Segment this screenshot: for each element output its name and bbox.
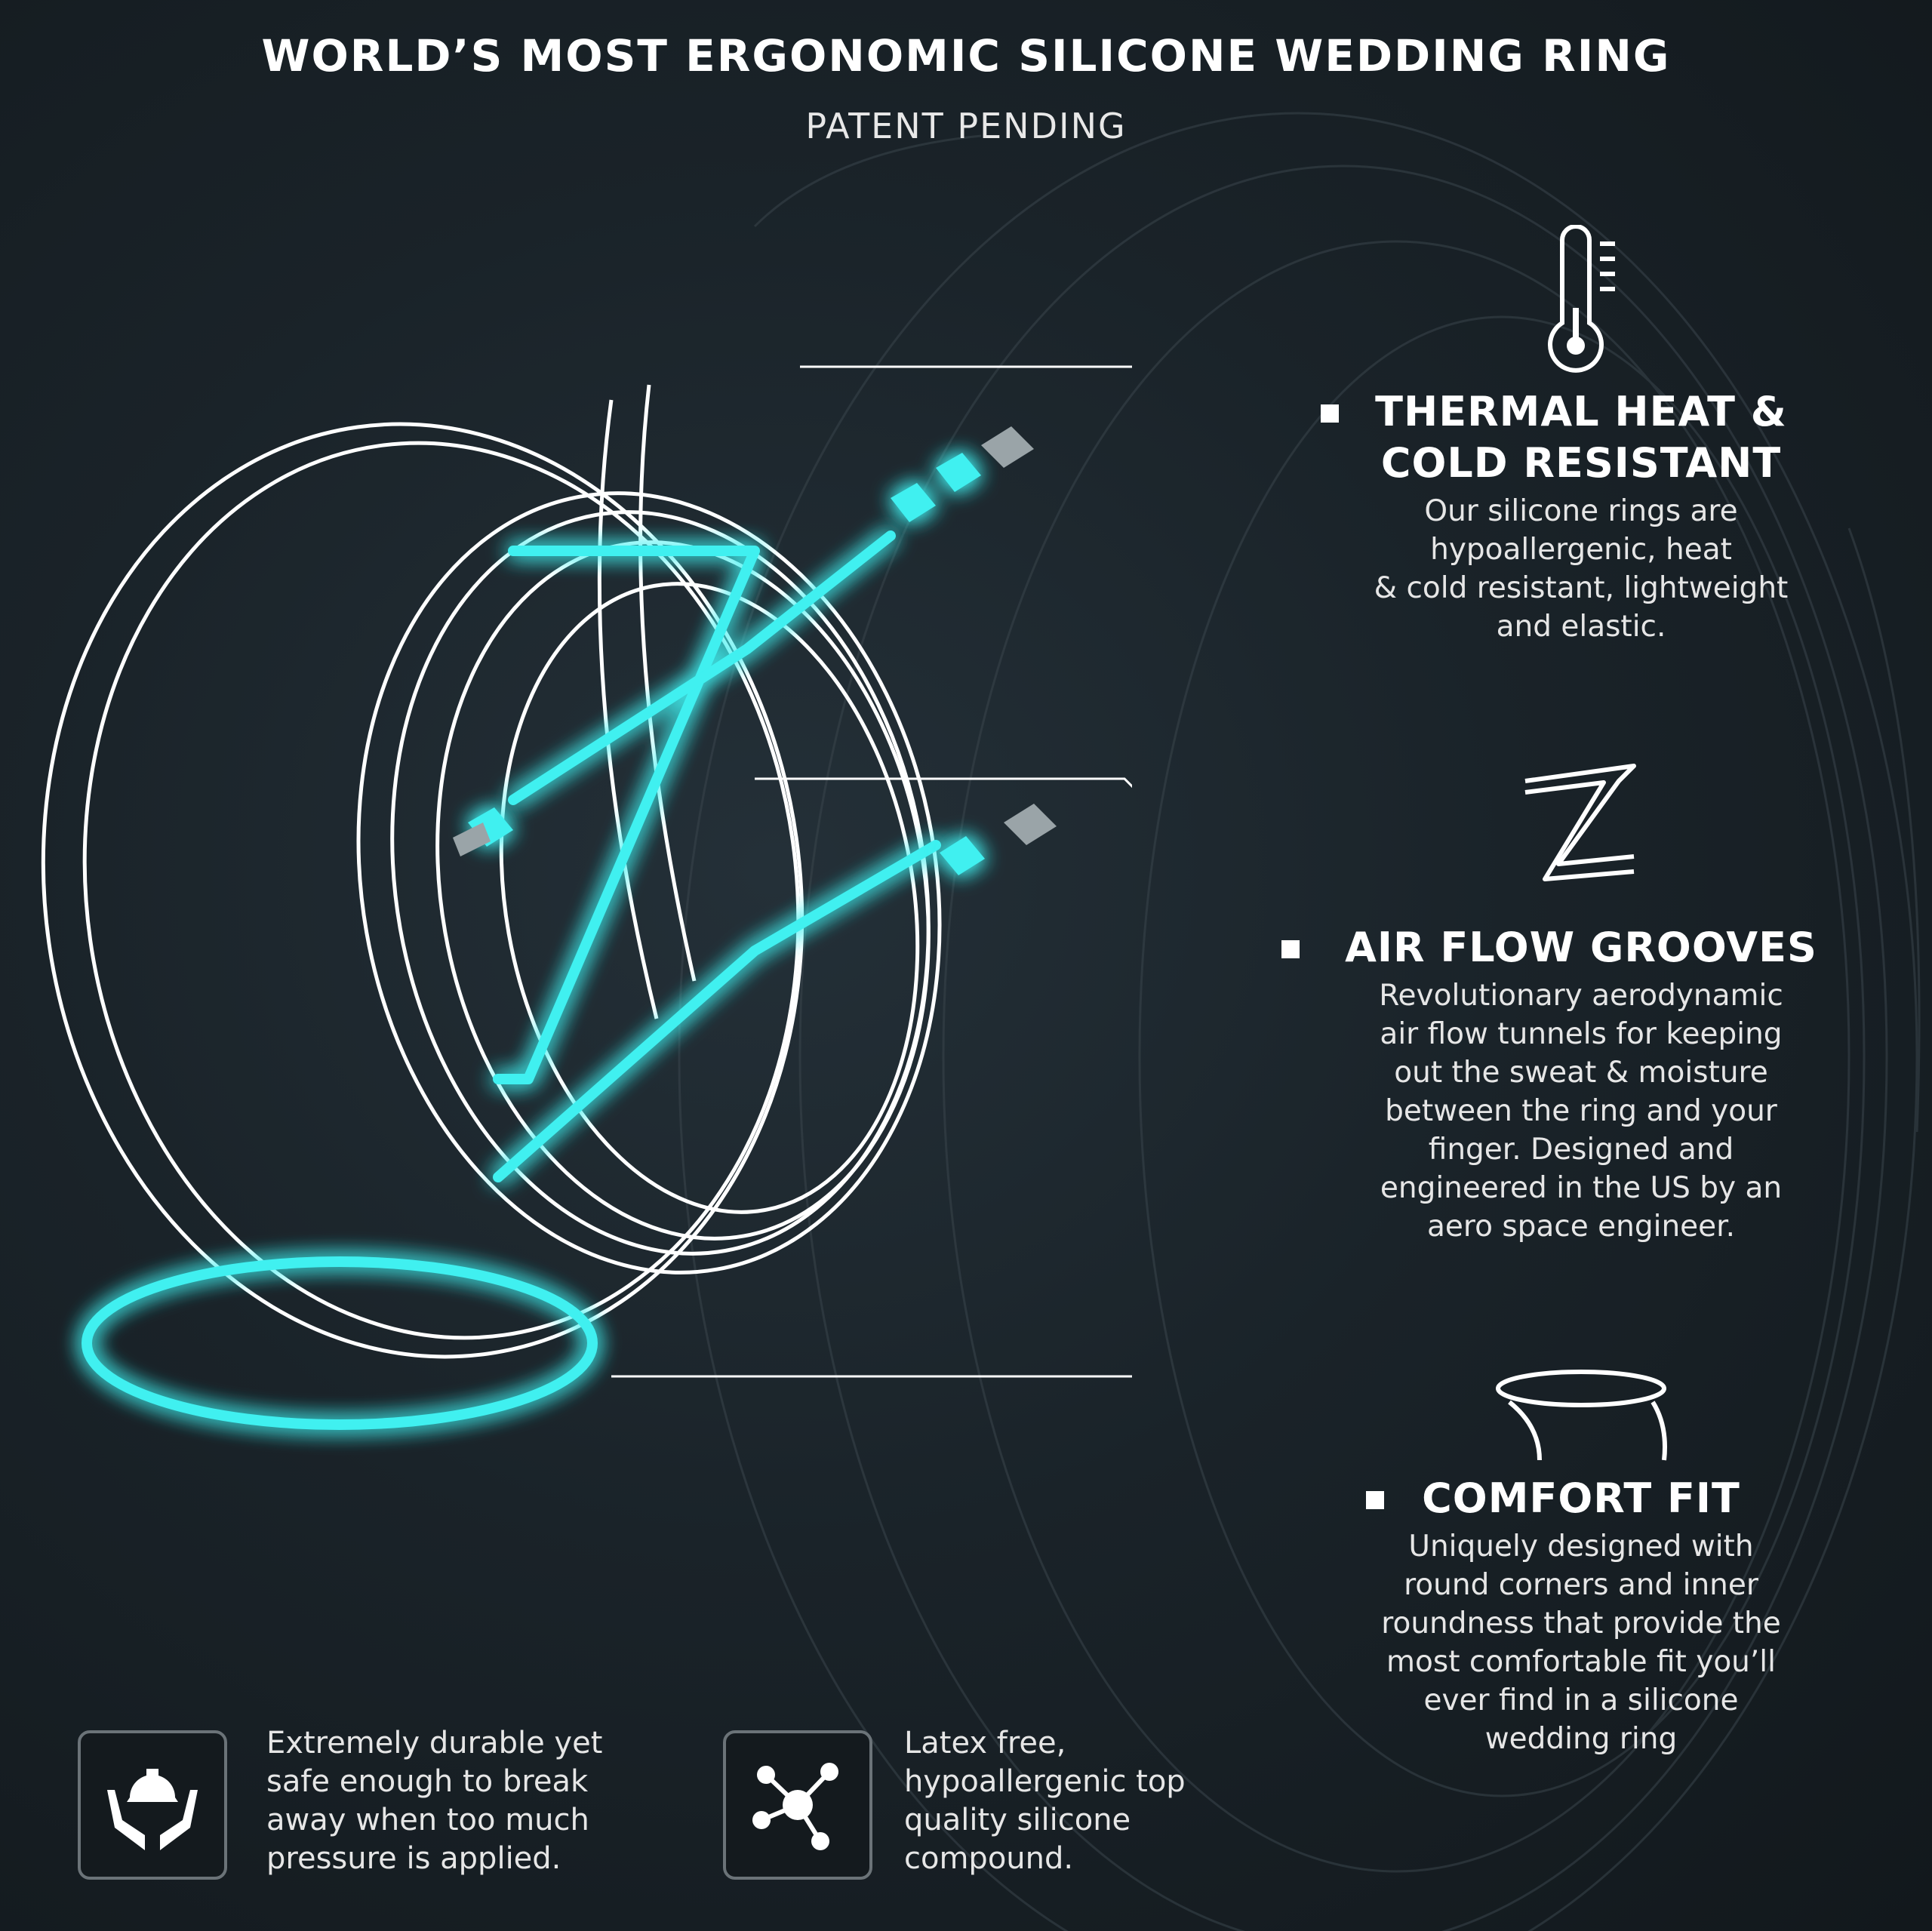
feature-thermal: THERMAL HEAT & COLD RESISTANT Our silico… [1351, 386, 1811, 646]
feature-thermal-description: Our silicone rings are hypoallergenic, h… [1374, 494, 1789, 644]
silicone-badge [723, 1730, 872, 1880]
feature-air-flow-heading: AIR FLOW GROOVES [1345, 924, 1817, 971]
safety-badge-text: Extremely durable yet safe enough to bre… [266, 1726, 603, 1876]
ring-illustration [41, 365, 1132, 1430]
air-groove-icon [1524, 764, 1636, 881]
thermometer-icon [1548, 225, 1615, 373]
feature-comfort-fit-description: Uniquely designed with round corners and… [1381, 1530, 1781, 1756]
page-title: WORLD’S MOST ERGONOMIC SILICONE WEDDING … [261, 30, 1671, 81]
safety-hands-icon [107, 1769, 198, 1850]
feature-thermal-heading: THERMAL HEAT & COLD RESISTANT [1375, 388, 1787, 487]
feature-bullet [1281, 940, 1300, 958]
feature-bullet [1321, 404, 1339, 423]
feature-bullet [1366, 1491, 1384, 1509]
feature-comfort-fit: COMFORT FIT Uniquely designed with round… [1343, 1473, 1819, 1758]
feature-comfort-fit-heading: COMFORT FIT [1422, 1474, 1740, 1522]
safety-badge [78, 1730, 227, 1880]
molecule-icon [752, 1763, 838, 1850]
silicone-badge-text: Latex free, hypoallergenic top quality s… [904, 1726, 1186, 1876]
feature-air-flow: AIR FLOW GROOVES Revolutionary aerodynam… [1328, 922, 1834, 1246]
feature-air-flow-description: Revolutionary aerodynamic air flow tunne… [1379, 979, 1783, 1244]
comfort-fit-icon [1496, 1370, 1667, 1461]
page-subtitle: PATENT PENDING [805, 106, 1127, 146]
